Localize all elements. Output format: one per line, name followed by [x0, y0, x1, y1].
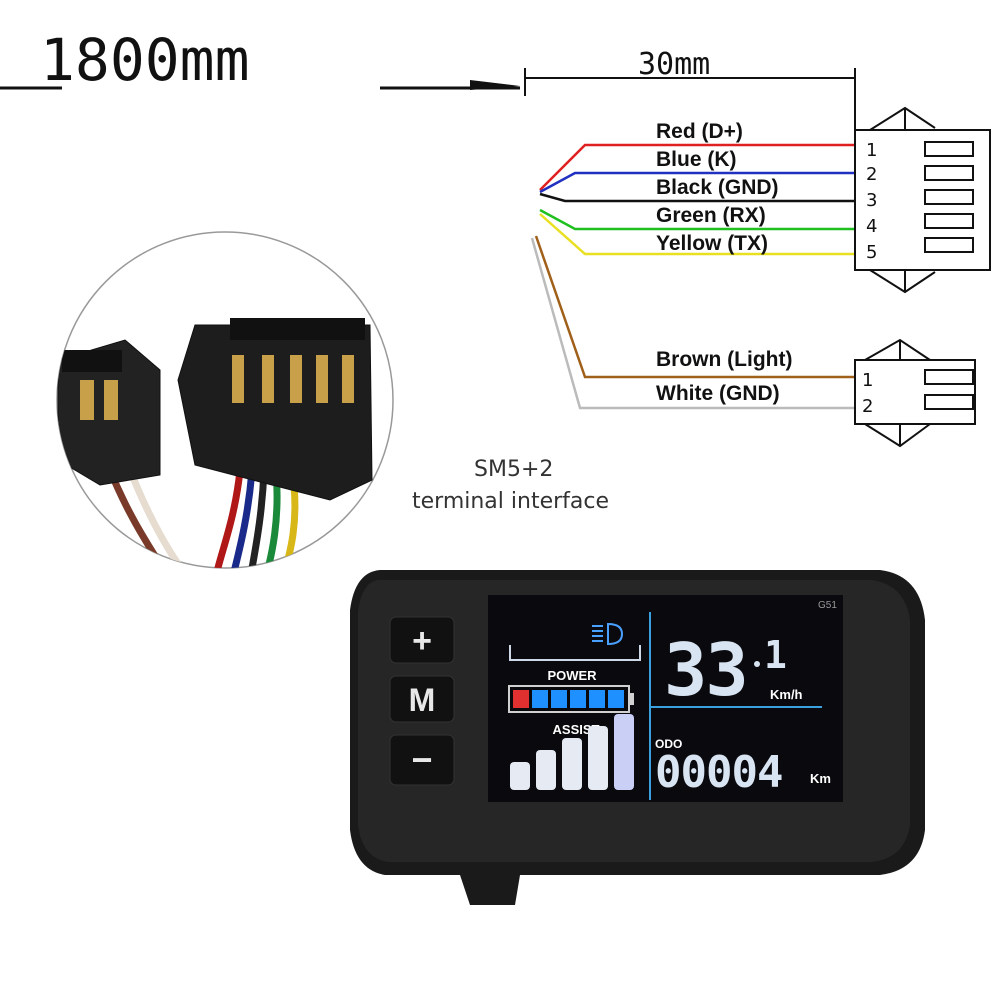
power-bracket [509, 645, 641, 661]
five-pin-wires [539, 143, 855, 256]
wire-label-white: White (GND) [656, 382, 780, 405]
plus-button[interactable]: + [389, 616, 455, 664]
lcd-display-device: + M − G51 POWER ASSIST [350, 570, 925, 905]
assist-bar [510, 762, 530, 790]
mode-button[interactable]: M [389, 675, 455, 723]
minus-icon: − [411, 739, 432, 780]
pin-number: 3 [866, 190, 877, 211]
wire-yellow [539, 213, 855, 256]
assist-label: ASSIST [553, 722, 600, 737]
wire-label-green: Green (RX) [656, 204, 766, 227]
wire-black [539, 192, 855, 203]
speed-integer: 33 [664, 628, 747, 712]
battery-segment [532, 690, 548, 708]
odo-unit: Km [810, 771, 831, 786]
assist-bar [614, 714, 634, 790]
pin-number: 2 [862, 396, 873, 417]
plus-icon: + [412, 622, 432, 660]
headlight-icon [592, 622, 624, 646]
wire-blue [539, 171, 855, 194]
pin-number: 1 [866, 140, 877, 161]
lead-length-label: 30mm [638, 47, 710, 82]
speed-unit: Km/h [770, 687, 803, 702]
wire-red [539, 143, 855, 191]
mode-button-label: M [409, 682, 436, 718]
odo-value: 00004 [655, 747, 782, 798]
battery-segment [589, 690, 605, 708]
dimension-arrow-icon [470, 80, 520, 90]
battery-segment [570, 690, 586, 708]
minus-button[interactable]: − [389, 734, 455, 786]
odo-label: ODO [655, 737, 682, 751]
battery-segment [608, 690, 624, 708]
pin-number: 5 [866, 242, 877, 263]
pin-number: 2 [866, 164, 877, 185]
assist-bar [562, 738, 582, 790]
connector-2pin [854, 338, 976, 448]
power-label: POWER [547, 668, 597, 683]
wire-label-blue: Blue (K) [656, 148, 737, 171]
connector-photo [56, 231, 394, 569]
wire-brown [534, 235, 855, 379]
wire-label-yellow: Yellow (TX) [656, 232, 768, 255]
assist-bar [536, 750, 556, 790]
connector-5pin [854, 106, 991, 294]
decimal-point [754, 661, 760, 667]
caption-model: SM5+2 [474, 457, 553, 482]
assist-level-bars [510, 714, 634, 790]
assist-bar [588, 726, 608, 790]
wire-white [530, 237, 855, 410]
pin-number: 4 [866, 216, 877, 237]
battery-segment [513, 690, 529, 708]
model-label: G51 [818, 600, 837, 611]
battery-segment [551, 690, 567, 708]
battery-level-bar [513, 690, 624, 708]
caption-interface: terminal interface [412, 489, 609, 514]
wire-green [539, 208, 855, 231]
cable-length-label: 1800mm [40, 26, 250, 94]
speed-decimal: 1 [764, 633, 787, 677]
battery-tip [629, 693, 634, 705]
wire-label-black: Black (GND) [656, 176, 779, 199]
wire-label-brown: Brown (Light) [656, 348, 792, 371]
pin-number: 1 [862, 370, 873, 391]
wire-label-red: Red (D+) [656, 120, 743, 143]
